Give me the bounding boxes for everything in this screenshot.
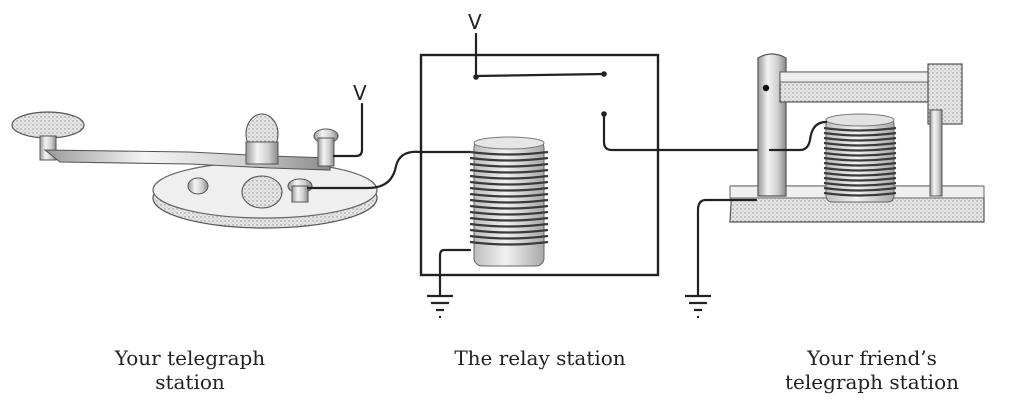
coil-winding bbox=[823, 161, 897, 167]
coil-winding bbox=[469, 210, 549, 216]
coil-winding bbox=[469, 186, 549, 192]
coil-winding bbox=[823, 181, 897, 187]
relay-station-box bbox=[419, 53, 660, 277]
coil-winding bbox=[823, 166, 897, 172]
voltage-label-key: V bbox=[353, 81, 367, 105]
wire-relay-to-friend bbox=[602, 112, 772, 152]
coil-winding bbox=[469, 162, 549, 168]
coil-winding bbox=[823, 131, 897, 137]
voltage-label-relay: V bbox=[468, 10, 482, 34]
coil-winding bbox=[823, 186, 897, 192]
wire-key-to-relay-coil bbox=[306, 150, 472, 190]
coil-winding bbox=[469, 150, 549, 156]
caption-relay-station: The relay station bbox=[454, 346, 626, 370]
coil-winding bbox=[469, 234, 549, 240]
caption-friend-station: Your friend’s telegraph station bbox=[784, 346, 959, 394]
coil-winding bbox=[469, 198, 549, 204]
coil-winding bbox=[823, 176, 897, 182]
coil-winding bbox=[469, 174, 549, 180]
coil-winding bbox=[823, 141, 897, 147]
ground-symbol-friend bbox=[685, 294, 711, 319]
coil-winding bbox=[823, 136, 897, 142]
coil-winding bbox=[469, 156, 549, 162]
coil-winding bbox=[823, 126, 897, 132]
coil-winding bbox=[823, 156, 897, 162]
telegraph-key bbox=[11, 111, 378, 229]
caption-your-station: Your telegraph station bbox=[114, 346, 266, 394]
coil-winding bbox=[469, 216, 549, 222]
coil-winding bbox=[469, 180, 549, 186]
relay-electromagnet bbox=[469, 136, 549, 267]
wire-relay-coil-to-ground bbox=[438, 248, 472, 298]
coil-winding bbox=[823, 146, 897, 152]
relay-switch-arm bbox=[474, 72, 606, 78]
coil-winding bbox=[469, 168, 549, 174]
coil-winding bbox=[469, 240, 549, 246]
coil-winding bbox=[469, 228, 549, 234]
coil-winding bbox=[823, 151, 897, 157]
telegraph-sounder bbox=[729, 53, 985, 223]
coil-winding bbox=[469, 222, 549, 228]
wire-voltage-to-key bbox=[332, 102, 364, 158]
wire-sounder-to-ground bbox=[696, 198, 758, 298]
coil-winding bbox=[469, 192, 549, 198]
coil-winding bbox=[823, 171, 897, 177]
coil-winding bbox=[469, 204, 549, 210]
ground-symbol-relay bbox=[427, 294, 453, 319]
coil-winding bbox=[823, 191, 897, 197]
wire-sounder-lead bbox=[768, 120, 828, 152]
